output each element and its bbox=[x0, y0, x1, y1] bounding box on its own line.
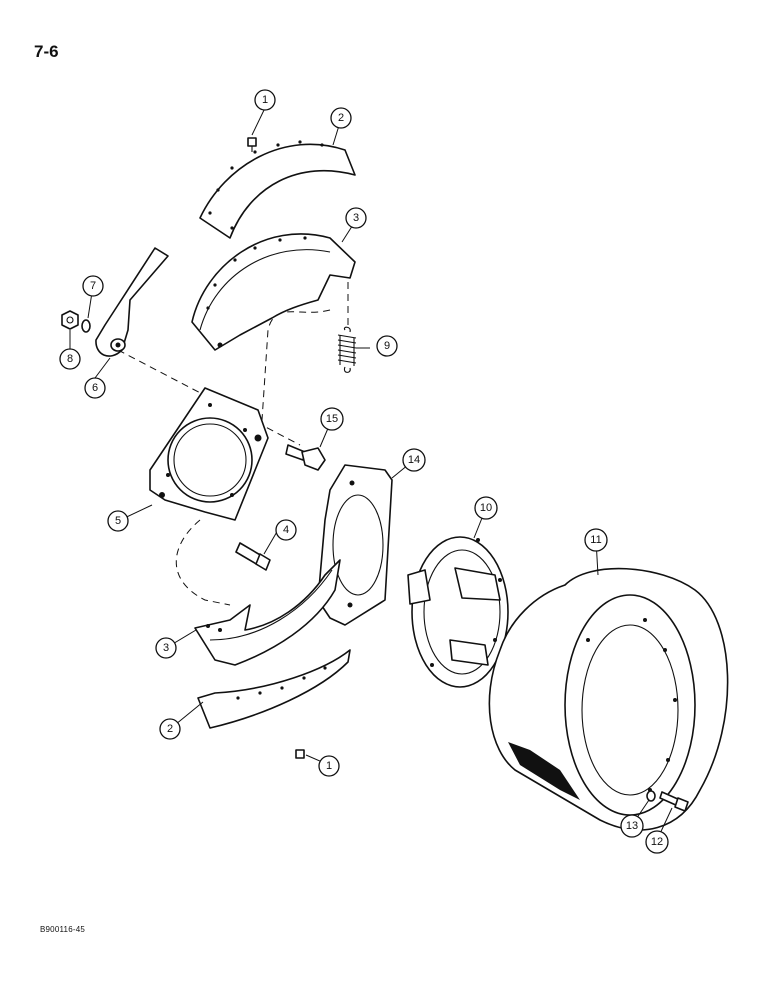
drum-bolt bbox=[659, 791, 689, 812]
callout-10: 10 bbox=[474, 496, 498, 520]
brake-adjuster bbox=[285, 444, 326, 471]
mounting-bolt bbox=[235, 542, 271, 571]
page-number: 7-6 bbox=[34, 42, 59, 61]
callout-label: 4 bbox=[283, 524, 289, 536]
callout-4: 4 bbox=[275, 519, 297, 541]
upper-brake-shoe bbox=[191, 233, 356, 351]
callout-1-upper: 1 bbox=[254, 89, 276, 111]
callout-label: 2 bbox=[338, 112, 344, 124]
callout-7: 7 bbox=[82, 275, 104, 297]
callout-label: 1 bbox=[326, 760, 332, 772]
upper-brake-lining bbox=[199, 140, 356, 239]
callout-label: 3 bbox=[163, 642, 169, 654]
callout-1-lower: 1 bbox=[318, 755, 340, 777]
callout-label: 2 bbox=[167, 723, 173, 735]
callout-label: 6 bbox=[92, 382, 98, 394]
backing-plate bbox=[149, 387, 269, 521]
callout-label: 5 bbox=[115, 515, 121, 527]
callout-3-lower: 3 bbox=[155, 637, 177, 659]
callout-2-lower: 2 bbox=[159, 718, 181, 740]
lower-brake-shoe bbox=[194, 559, 341, 666]
callout-15: 15 bbox=[320, 407, 344, 431]
callout-label: 1 bbox=[262, 94, 268, 106]
drum-washer bbox=[646, 790, 656, 802]
cover-plate bbox=[317, 464, 393, 626]
callout-label: 13 bbox=[626, 820, 638, 832]
callout-label: 15 bbox=[326, 413, 338, 425]
upper-rivet bbox=[247, 137, 257, 152]
brake-drum bbox=[488, 567, 729, 831]
wheel-hub bbox=[407, 536, 509, 688]
lock-washer bbox=[81, 319, 91, 333]
callout-9: 9 bbox=[376, 335, 398, 357]
lock-nut bbox=[61, 310, 79, 330]
drawing-code: B900116-45 bbox=[40, 925, 85, 934]
callout-13: 13 bbox=[620, 814, 644, 838]
callout-2-upper: 2 bbox=[330, 107, 352, 129]
callout-label: 11 bbox=[590, 534, 601, 546]
callout-11: 11 bbox=[584, 528, 608, 552]
callout-6: 6 bbox=[84, 377, 106, 399]
callout-12: 12 bbox=[645, 830, 669, 854]
callout-label: 10 bbox=[480, 502, 492, 514]
callout-3-upper: 3 bbox=[345, 207, 367, 229]
callout-label: 3 bbox=[353, 212, 359, 224]
callout-label: 14 bbox=[408, 454, 420, 466]
callout-label: 7 bbox=[90, 280, 96, 292]
return-spring bbox=[337, 326, 357, 373]
callout-label: 8 bbox=[67, 353, 73, 365]
callout-label: 12 bbox=[651, 836, 663, 848]
callout-8: 8 bbox=[59, 348, 81, 370]
lower-brake-lining bbox=[197, 649, 351, 729]
callout-5: 5 bbox=[107, 510, 129, 532]
callout-label: 9 bbox=[384, 340, 390, 352]
actuating-lever bbox=[95, 247, 169, 357]
lower-rivet bbox=[295, 749, 305, 759]
callout-14: 14 bbox=[402, 448, 426, 472]
